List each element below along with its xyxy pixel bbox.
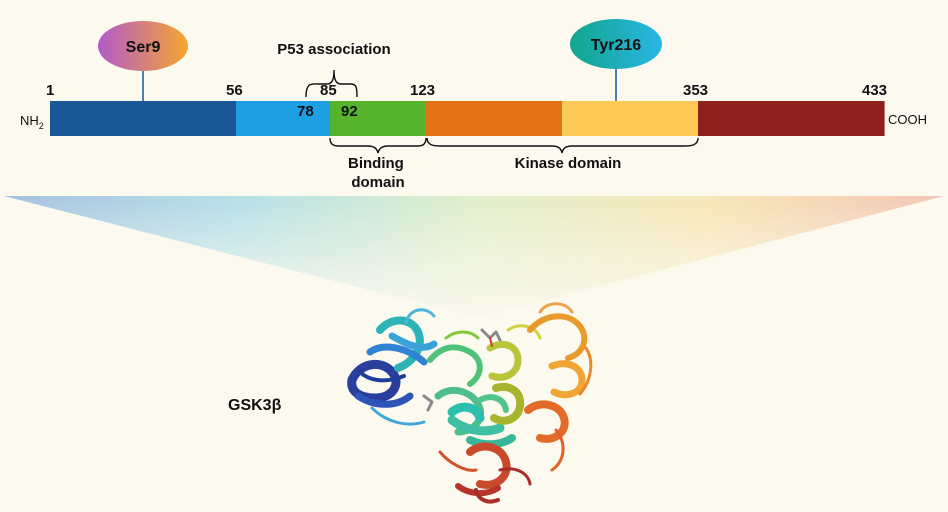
ser9-label: Ser9 xyxy=(126,39,161,56)
domain-segment-123-179 xyxy=(426,101,563,136)
binding-domain-label: Binding domain xyxy=(348,155,408,191)
c-terminus-label: COOH xyxy=(888,112,927,127)
position-353: 353 xyxy=(683,82,708,99)
position-92: 92 xyxy=(341,103,358,120)
protein-name-label: GSK3β xyxy=(228,397,282,414)
tyr216-site-marker: Tyr216 xyxy=(570,19,662,101)
p53-association-label: P53 association xyxy=(277,41,390,58)
position-56: 56 xyxy=(226,82,243,99)
domain-segment-85-123 xyxy=(330,101,427,136)
position-85: 85 xyxy=(320,82,337,99)
domain-segment-179-353 xyxy=(562,101,699,136)
domain-bar xyxy=(50,101,885,136)
position-123: 123 xyxy=(410,82,435,99)
position-78: 78 xyxy=(297,103,314,120)
domain-segment-56-85 xyxy=(236,101,331,136)
domain-segment-1-56 xyxy=(50,101,237,136)
p53-association-brace xyxy=(305,69,358,98)
ser9-site-marker: Ser9 xyxy=(98,21,188,101)
binding-domain-brace xyxy=(329,137,427,154)
domain-segment-353-433 xyxy=(698,101,885,136)
kinase-domain-brace xyxy=(426,137,699,154)
tyr216-label: Tyr216 xyxy=(591,37,642,54)
projection-fan xyxy=(4,196,944,318)
position-433: 433 xyxy=(862,82,887,99)
kinase-domain-label: Kinase domain xyxy=(515,155,622,172)
protein-structure-ribbon xyxy=(347,302,593,504)
n-terminus-label: NH2 xyxy=(20,113,44,131)
tyr216-bubble xyxy=(570,19,662,69)
ser9-bubble xyxy=(98,21,188,71)
position-1: 1 xyxy=(46,82,54,99)
